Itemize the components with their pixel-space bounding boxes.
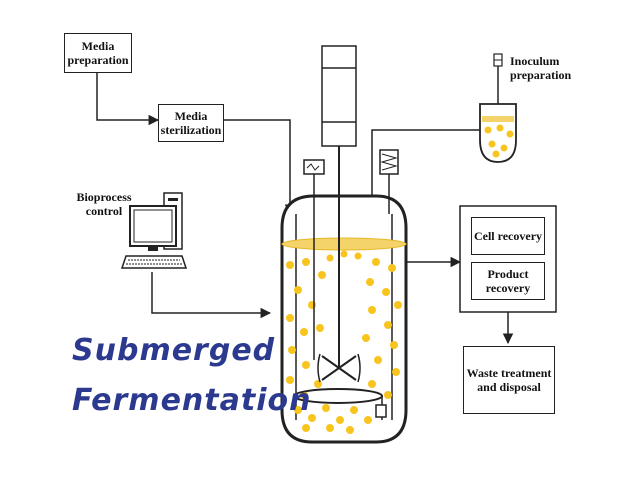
inoculum-preparation-label: Inoculum preparation: [510, 54, 572, 82]
arrow-control-to-reactor: [151, 272, 272, 319]
product-recovery-label: Product recovery: [485, 267, 531, 295]
title-line-2: Fermentation: [72, 383, 312, 418]
bioprocess-control-label: Bioprocess control: [76, 190, 132, 218]
stirrer: [317, 45, 361, 383]
media-sterilization-label: Media sterilization: [160, 109, 222, 137]
media-preparation-label: Media preparation: [67, 39, 129, 67]
arrow-prep-to-sterilization: [96, 72, 160, 126]
air-inlet-icon: [375, 404, 387, 418]
inoculum-flask: [479, 53, 517, 163]
cell-recovery-label: Cell recovery: [473, 229, 543, 243]
arrow-sterilization-to-reactor: [222, 119, 296, 216]
title-line-1: Submerged: [72, 333, 276, 368]
media-sterilization-box: Media sterilization: [158, 104, 224, 142]
cell-recovery-box: Cell recovery: [471, 217, 545, 255]
reactor-vessel: [280, 194, 408, 444]
computer-icon: [120, 192, 188, 269]
bubbles: [286, 250, 402, 434]
media-preparation-box: Media preparation: [64, 33, 132, 73]
waste-treatment-box: Waste treatment and disposal: [463, 346, 555, 414]
heat-exchanger: [379, 149, 399, 214]
probe: [303, 159, 325, 360]
motor-icon: [321, 45, 357, 147]
sensor-icon: [303, 159, 325, 175]
waste-treatment-label: Waste treatment and disposal: [466, 366, 552, 394]
product-recovery-box: Product recovery: [471, 262, 545, 300]
